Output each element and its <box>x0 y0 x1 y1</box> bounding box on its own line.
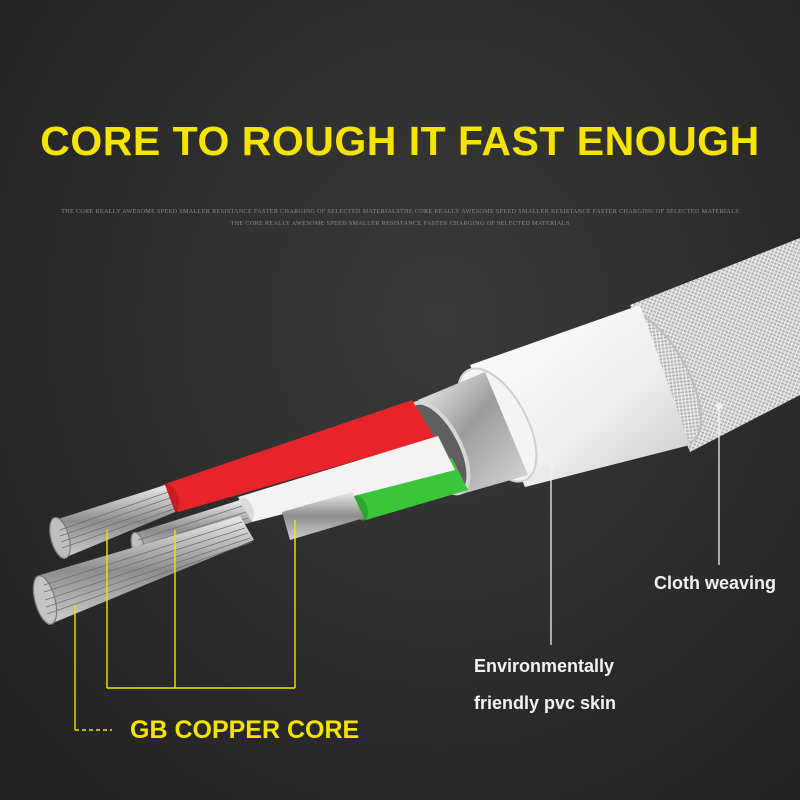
strand-bundle-middle-right <box>282 492 364 540</box>
subtext-line-1: THE CORE REALLY AWESOME SPEED SMALLER RE… <box>61 208 739 215</box>
subtext-line-2: THE CORE REALLY AWESOME SPEED SMALLER RE… <box>230 220 570 227</box>
label-pvc-line-1: Environmentally <box>474 656 615 676</box>
copper-core-callout <box>74 520 296 731</box>
metal-shield <box>418 372 528 494</box>
label-pvc-line-2: friendly pvc skin <box>474 693 617 713</box>
label-cloth-weaving: Cloth weaving <box>654 573 777 593</box>
label-copper-core: GB COPPER CORE <box>130 716 360 744</box>
pvc-callout-dot <box>548 463 554 469</box>
white-callouts <box>550 408 720 645</box>
white-wire-insulation <box>238 436 455 522</box>
red-wire-insulation <box>162 400 435 512</box>
cloth-callout-dot <box>716 403 722 409</box>
headline: CORE TO ROUGH IT FAST ENOUGH <box>40 118 760 164</box>
